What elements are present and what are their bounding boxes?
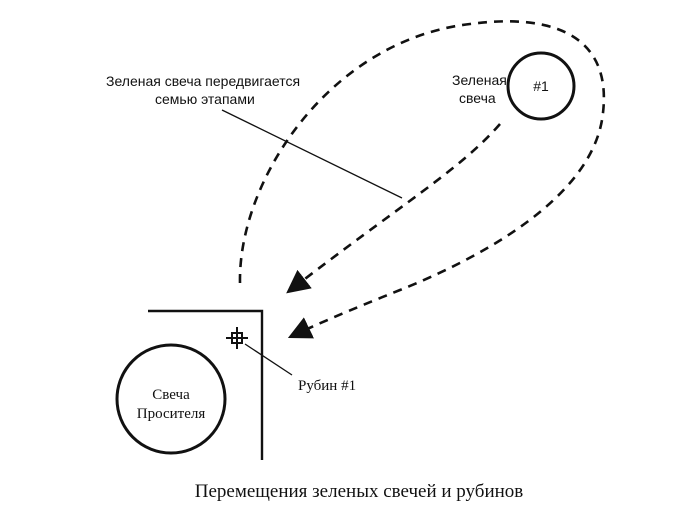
inner-dashed-path bbox=[286, 123, 501, 294]
green-candle-number: #1 bbox=[533, 78, 549, 94]
annotation-line-1: Зеленая свеча передвигается bbox=[106, 73, 300, 89]
annotation-line-2: семью этапами bbox=[155, 91, 255, 107]
altar-corner-outline bbox=[148, 309, 264, 460]
petitioner-candle-circle bbox=[115, 343, 227, 455]
petitioner-candle-label-line-1: Свеча bbox=[152, 387, 190, 403]
green-candle-label-line-1: Зеленая bbox=[452, 72, 507, 88]
ruby-label: Рубин #1 bbox=[298, 378, 356, 394]
ruby-symbol-icon bbox=[226, 327, 248, 349]
petitioner-candle-label-line-2: Просителя bbox=[137, 406, 206, 422]
green-candle-label-line-2: свеча bbox=[459, 90, 496, 106]
outer-dashed-path bbox=[238, 20, 606, 339]
annotation-leader-line bbox=[221, 109, 403, 199]
green-candle-circle bbox=[506, 51, 576, 121]
figure-caption: Перемещения зеленых свечей и рубинов bbox=[195, 481, 524, 502]
ruby-leader-line bbox=[244, 343, 293, 376]
